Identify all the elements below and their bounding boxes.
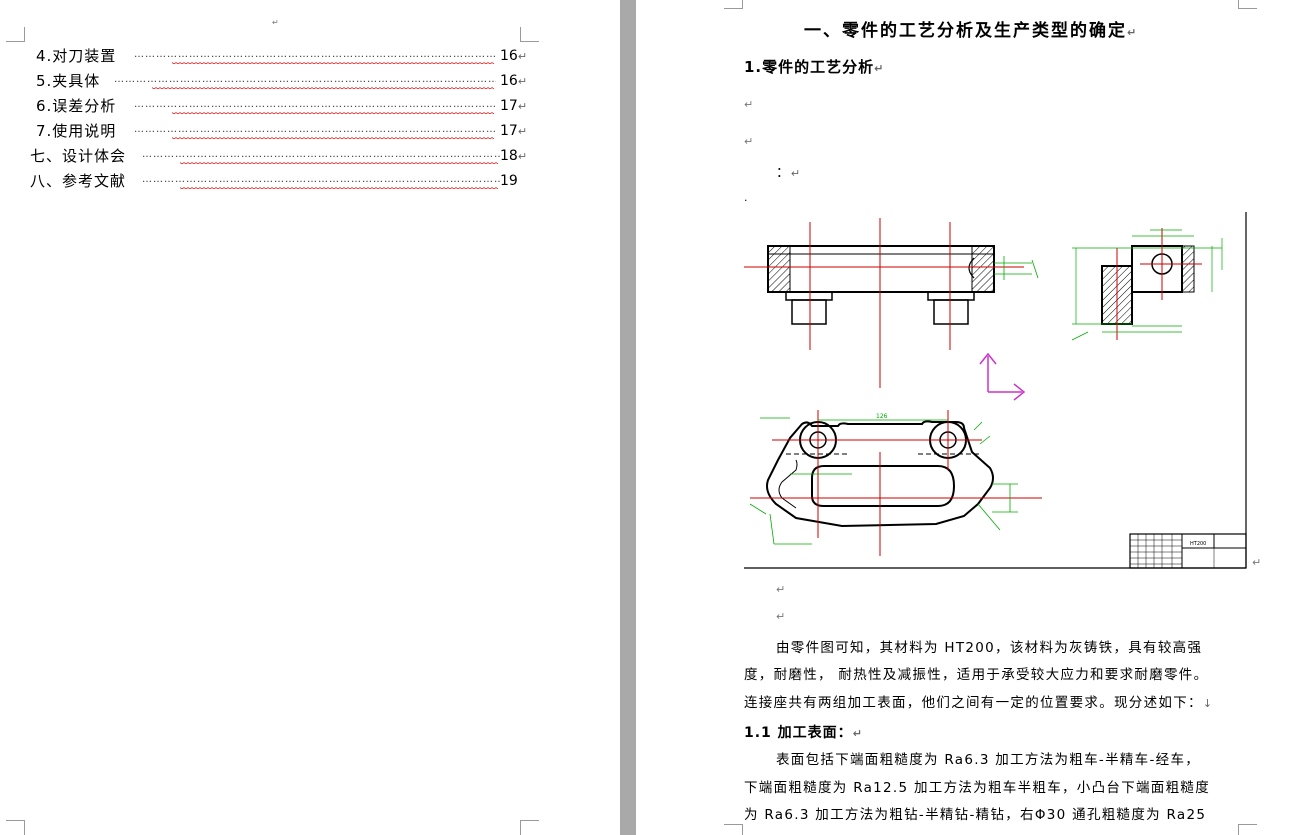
body-paragraph-line: 为 Ra6.3 加工方法为粗钻-半精钻-精钻，右Φ30 通孔粗糙度为 Ra25 (744, 807, 1207, 823)
toc-entry-page: 17↵ (500, 123, 528, 139)
crop-mark (520, 27, 539, 42)
toc-entry[interactable]: 6.误差分析 (36, 95, 116, 117)
spelling-underline (172, 62, 494, 66)
ucs-icon (979, 352, 1026, 401)
toc-entry[interactable]: 4.对刀装置 (36, 45, 116, 67)
toc-entry[interactable]: 7.使用说明 (36, 120, 116, 142)
toc-entry-page: 18↵ (500, 148, 528, 164)
top-view: 126 (749, 410, 1042, 556)
crop-mark (520, 820, 539, 835)
subsection-title: 1.1 加工表面：↵ (744, 725, 863, 741)
spelling-underline (180, 162, 498, 166)
crop-mark (724, 824, 743, 835)
paragraph-mark: ↵ (1252, 556, 1262, 569)
toc-entry[interactable]: 5.夹具体 (36, 70, 100, 92)
page-gutter (620, 0, 636, 835)
front-view (744, 218, 1039, 388)
paragraph-mark: ↵ (776, 610, 786, 623)
paragraph-mark: ↵ (744, 135, 754, 148)
part-drawing: 126 (744, 212, 1247, 569)
paragraph-mark: ↵ (776, 583, 786, 596)
spelling-underline (180, 187, 498, 191)
colon-line: ：↵ (776, 165, 802, 181)
crop-mark (724, 0, 743, 9)
body-paragraph-line: 下端面粗糙度为 Ra12.5 加工方法为粗车半粗车，小凸台下端面粗糙度 (744, 780, 1210, 796)
toc-entry-page: 16↵ (500, 48, 528, 64)
toc-entry-page: 17↵ (500, 98, 528, 114)
crop-mark (6, 820, 25, 835)
toc-entry-label: 7.使用说明 (36, 122, 117, 140)
toc-leader: ………………………………………………………………………………………………………… (142, 149, 500, 160)
toc-entry-page: 16↵ (500, 73, 528, 89)
paragraph-mark: ↵ (744, 98, 754, 111)
header-mark: ↵ (272, 18, 279, 27)
section-title: 1.零件的工艺分析↵ (744, 58, 885, 76)
body-paragraph-line: 度，耐磨性， 耐热性及减振性，适用于承受较大应力和要求耐磨零件。 (744, 667, 1209, 683)
chapter-title: 一、零件的工艺分析及生产类型的确定↵ (804, 21, 1139, 41)
toc-leader: ………………………………………………………………………………………………………… (134, 49, 496, 60)
toc-entry[interactable]: 八、参考文献 (30, 170, 126, 192)
toc-entry-label: 4.对刀装置 (36, 47, 117, 65)
toc-leader: ………………………………………………………………………………………………………… (134, 124, 496, 135)
left-page: ↵ 4.对刀装置 …………………………………………………………………………………… (0, 0, 620, 835)
crop-mark (1238, 0, 1257, 9)
dot-line: . (744, 191, 749, 204)
crop-mark (1238, 824, 1257, 835)
toc-entry-label: 6.误差分析 (36, 97, 117, 115)
toc-entry[interactable]: 七、设计体会 (30, 145, 126, 167)
spelling-underline (172, 137, 494, 141)
toc-leader: ………………………………………………………………………………………………………… (134, 99, 496, 110)
toc-leader: …………………………………………………………………………………………………………… (114, 74, 496, 85)
side-view (1071, 228, 1223, 341)
toc-leader: ………………………………………………………………………………………………………… (142, 174, 500, 185)
toc-entry-label: 八、参考文献 (30, 172, 127, 190)
right-page: 一、零件的工艺分析及生产类型的确定↵ 1.零件的工艺分析↵ ↵ ↵ ：↵ . (636, 0, 1308, 835)
toc-entry-label: 5.夹具体 (36, 72, 101, 90)
toc-entry-label: 七、设计体会 (30, 147, 127, 165)
material-label: HT200 (1190, 541, 1206, 547)
body-paragraph-line: 由零件图可知，其材料为 HT200，该材料为灰铸铁，具有较高强 (776, 640, 1203, 656)
dimension-label: 126 (876, 413, 888, 420)
title-block: HT200 (1129, 533, 1247, 569)
crop-mark (6, 27, 25, 42)
spelling-underline (152, 87, 494, 91)
body-paragraph-line: 连接座共有两组加工表面，他们之间有一定的位置要求。现分述如下：↓ (744, 695, 1214, 711)
body-paragraph-line: 表面包括下端面粗糙度为 Ra6.3 加工方法为粗车-半精车-经车， (776, 752, 1201, 768)
spelling-underline (172, 112, 494, 116)
toc-entry-page: 19 (500, 173, 518, 189)
